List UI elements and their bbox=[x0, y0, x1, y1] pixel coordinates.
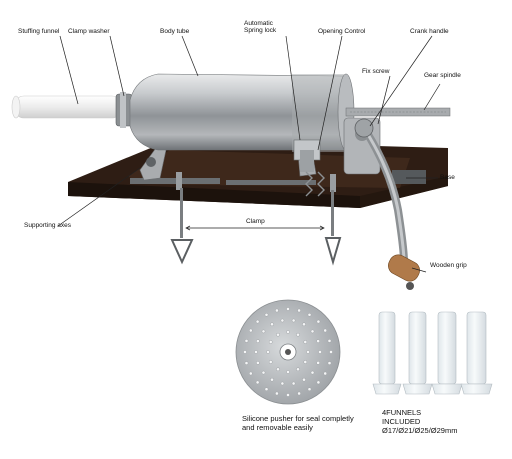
pusher-hole bbox=[296, 332, 300, 337]
pusher-holes bbox=[243, 307, 333, 397]
label-wooden-grip: Wooden grip bbox=[430, 262, 467, 269]
pusher-hole bbox=[261, 329, 266, 334]
pusher-hole bbox=[286, 370, 290, 374]
pusher-hole bbox=[316, 339, 320, 343]
pusher-hole bbox=[327, 339, 332, 343]
pusher-hole bbox=[303, 340, 308, 344]
label-supporting-axes: Supporting axes bbox=[24, 222, 71, 229]
pusher-hole bbox=[286, 307, 290, 311]
pusher-hole bbox=[323, 328, 328, 333]
pusher-hole bbox=[316, 319, 321, 324]
pusher-hole bbox=[302, 377, 306, 382]
leader-lines bbox=[57, 35, 441, 273]
spring-lock-mechanism bbox=[293, 139, 325, 197]
pusher-hole bbox=[276, 332, 280, 337]
funnel-1 bbox=[372, 311, 402, 395]
pusher-hole bbox=[327, 361, 332, 365]
pusher-hole bbox=[316, 361, 320, 365]
label-stuffing-funnel: Stuffing funnel bbox=[18, 28, 60, 35]
pusher-hole bbox=[243, 350, 247, 354]
funnel-4 bbox=[460, 311, 493, 395]
pusher-hole bbox=[264, 312, 269, 317]
pusher-hole bbox=[255, 319, 260, 324]
label-spring-lock: Automatic Spring lock bbox=[244, 20, 277, 34]
pusher-hole bbox=[254, 350, 258, 354]
pusher-hole bbox=[280, 318, 285, 323]
pusher-hole bbox=[280, 381, 285, 386]
pusher-hole bbox=[276, 367, 280, 372]
pusher-hole bbox=[244, 339, 249, 343]
pusher-hole bbox=[307, 312, 312, 317]
label-opening-control: Opening Control bbox=[318, 28, 366, 35]
pusher-hole bbox=[307, 387, 312, 392]
wooden-grip bbox=[388, 254, 420, 290]
caption-funnels-line3: Ø17/Ø21/Ø25/Ø29mm bbox=[382, 426, 458, 435]
caption-funnels-line2: INCLUDED bbox=[382, 417, 421, 426]
pusher-hole bbox=[275, 391, 279, 396]
pusher-hole bbox=[275, 308, 279, 313]
caption-funnels-line1: 4FUNNELS bbox=[382, 408, 422, 417]
pusher-hole bbox=[323, 371, 328, 376]
pusher-hole bbox=[268, 340, 273, 344]
silicone-pusher-disc bbox=[235, 299, 341, 405]
pusher-hole bbox=[244, 361, 249, 365]
pusher-hole bbox=[310, 370, 315, 375]
pusher-hole bbox=[270, 377, 274, 382]
caption-silicone-pusher: Silicone pusher for seal completly and r… bbox=[242, 414, 354, 432]
pusher-hole bbox=[316, 380, 321, 385]
label-crank-handle: Crank handle bbox=[410, 28, 449, 35]
pusher-hole bbox=[297, 391, 301, 396]
body-tube bbox=[129, 73, 355, 152]
pusher-hole bbox=[264, 387, 269, 392]
pusher-hole bbox=[270, 322, 274, 327]
pusher-hole bbox=[268, 360, 273, 364]
crank-handle bbox=[354, 118, 408, 266]
pusher-hole bbox=[255, 380, 260, 385]
pusher-hole bbox=[256, 339, 260, 343]
pusher-hole bbox=[266, 350, 270, 354]
pusher-hole bbox=[310, 329, 315, 334]
funnel-3 bbox=[431, 311, 463, 395]
pusher-hole bbox=[291, 381, 296, 386]
pusher-hole bbox=[306, 350, 310, 354]
stuffing-funnel bbox=[11, 95, 123, 119]
pusher-hole bbox=[256, 361, 260, 365]
pusher-hole bbox=[297, 308, 301, 313]
label-clamp-washer: Clamp washer bbox=[68, 28, 110, 35]
pusher-hole bbox=[296, 367, 300, 372]
label-gear-spindle: Gear spindle bbox=[424, 72, 461, 79]
clamp-washer bbox=[115, 92, 133, 128]
label-body-tube: Body tube bbox=[160, 28, 190, 35]
clamp-left bbox=[170, 172, 194, 265]
label-clamp: Clamp bbox=[246, 218, 265, 225]
pusher-hole bbox=[303, 360, 308, 364]
funnel-2 bbox=[402, 311, 433, 395]
label-fix-screw: Fix screw bbox=[362, 68, 390, 75]
pusher-hole bbox=[302, 322, 306, 327]
pusher-hole bbox=[318, 350, 322, 354]
pusher-hole bbox=[286, 330, 290, 334]
pusher-hole bbox=[248, 371, 253, 376]
pusher-hole bbox=[248, 328, 253, 333]
label-base: Base bbox=[440, 174, 455, 181]
pusher-hole bbox=[286, 393, 290, 397]
pusher-hole bbox=[291, 318, 296, 323]
clamp-right bbox=[324, 174, 342, 266]
pusher-hole bbox=[329, 350, 333, 354]
pusher-hole bbox=[261, 370, 266, 375]
